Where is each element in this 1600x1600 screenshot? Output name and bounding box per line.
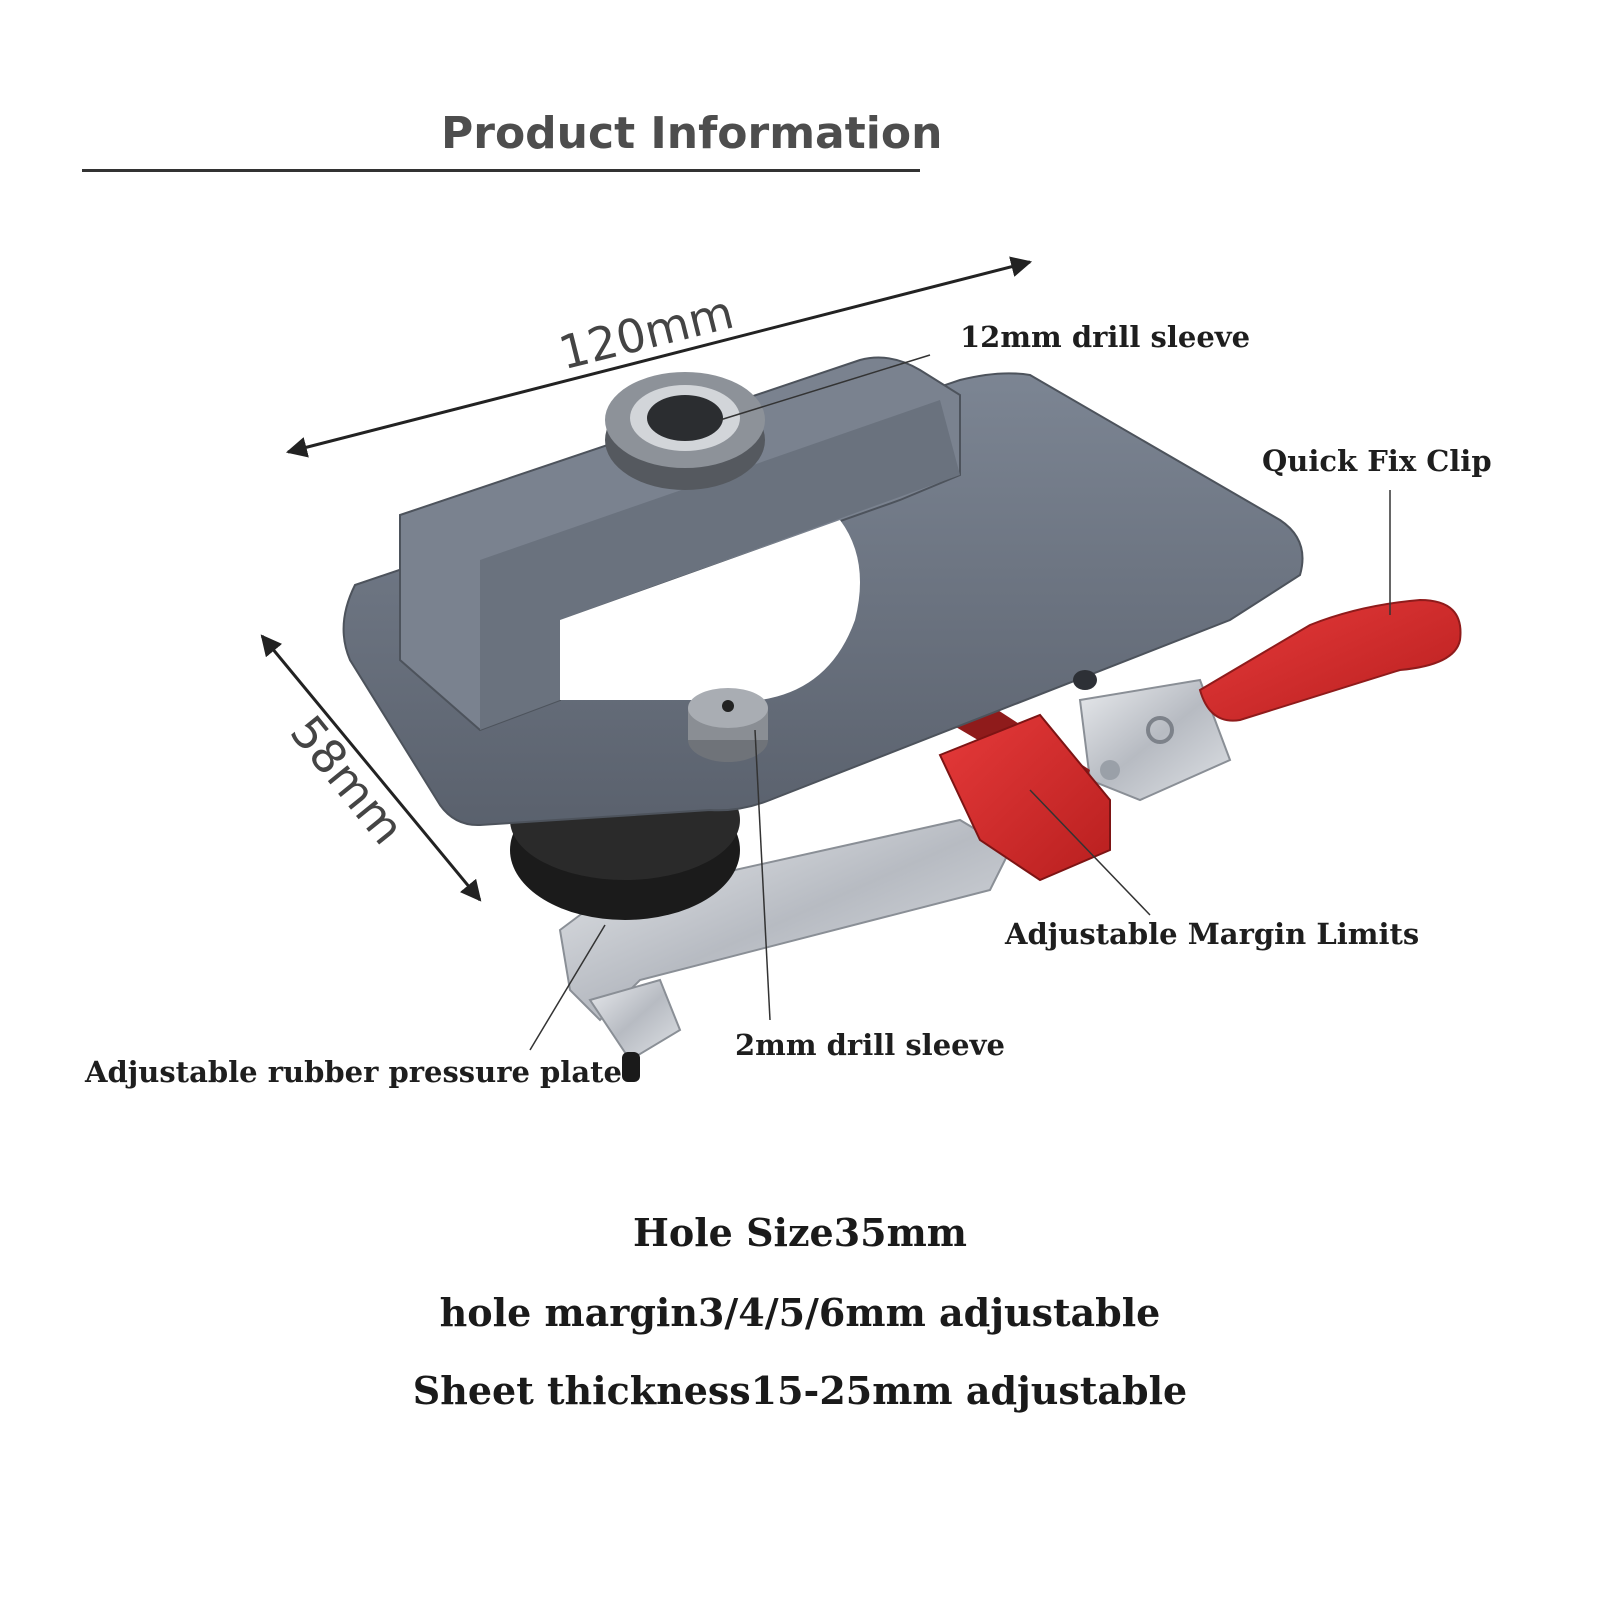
- callout-quick-fix-clip: Quick Fix Clip: [1262, 444, 1492, 478]
- leader-12mm-sleeve: [719, 354, 931, 421]
- margin-limit-block: [938, 713, 1111, 882]
- quick-fix-clip-handle: [1198, 598, 1462, 722]
- callout-adjustable-margin-limits: Adjustable Margin Limits: [1005, 917, 1420, 951]
- length-dimension-arrow: [285, 256, 1033, 458]
- spec-sheet-thickness: Sheet thickness15-25mm adjustable: [412, 1368, 1188, 1413]
- title-divider: [82, 169, 920, 172]
- clamp-linkage: [1078, 678, 1232, 802]
- leader-margin-limits: [1029, 789, 1151, 916]
- leader-pressure-plate: [529, 924, 606, 1051]
- spec-hole-margin: hole margin3/4/5/6mm adjustable: [439, 1290, 1161, 1335]
- leader-2mm-sleeve: [754, 729, 771, 1021]
- callout-rubber-pressure-plate: Adjustable rubber pressure plate: [85, 1055, 622, 1089]
- bridge-opening: [560, 520, 860, 700]
- width-dimension-arrow: [260, 634, 482, 902]
- callout-12mm-drill-sleeve: 12mm drill sleeve: [960, 320, 1251, 354]
- body-side-hole: [1073, 670, 1097, 690]
- page-title-text: Product Information: [441, 108, 943, 159]
- bearing-12mm: [605, 372, 765, 490]
- length-dimension-label: 120mm: [554, 285, 739, 380]
- spec-hole-size: Hole Size35mm: [632, 1210, 968, 1255]
- callout-2mm-drill-sleeve: 2mm drill sleeve: [735, 1028, 1005, 1062]
